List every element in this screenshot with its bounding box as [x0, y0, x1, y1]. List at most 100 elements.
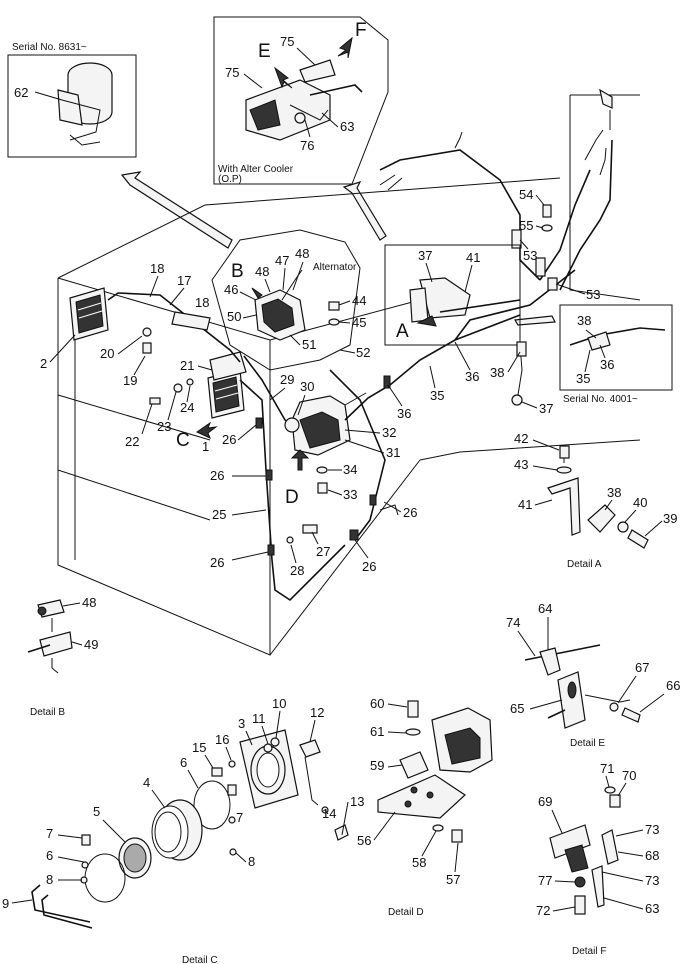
callout-32: 32: [382, 425, 396, 440]
callout-61: 61: [370, 724, 384, 739]
callout-25: 25: [212, 507, 226, 522]
caption-detail-e: Detail E: [570, 738, 605, 749]
callout-11: 11: [252, 711, 266, 726]
callout-12: 12: [310, 705, 324, 720]
callout-37b: 37: [539, 401, 553, 416]
callout-62: 62: [14, 85, 28, 100]
callout-73b: 73: [645, 873, 659, 888]
caption-serial-8631: Serial No. 8631~: [12, 42, 87, 53]
main-assembly: A B Alternator C D: [57, 88, 673, 656]
callout-38b: 38: [577, 313, 591, 328]
detail-a: 42 43 41 38 40 39 Detail A: [514, 431, 677, 570]
callout-1: 1: [202, 439, 209, 454]
callout-6a: 6: [180, 755, 187, 770]
callout-60: 60: [370, 696, 384, 711]
callout-2: 2: [40, 356, 47, 371]
callout-52: 52: [356, 345, 370, 360]
callout-36a: 36: [465, 369, 479, 384]
callout-18b: 18: [195, 295, 209, 310]
view-letter-f: F: [355, 20, 367, 41]
callout-39: 39: [663, 511, 677, 526]
callout-55: 55: [519, 218, 533, 233]
callout-20: 20: [100, 346, 114, 361]
detail-b: 48 49 Detail B: [27, 595, 98, 718]
callout-48b: 48: [255, 264, 269, 279]
callout-5: 5: [93, 804, 100, 819]
callout-43: 43: [514, 457, 528, 472]
detail-c: 3 11 10 12 13 14 16 15 6 7 8 4 5 7 6 8 9…: [2, 696, 364, 964]
callout-48c: 48: [82, 595, 96, 610]
callout-76: 76: [300, 138, 314, 153]
callout-23: 23: [157, 419, 171, 434]
callout-17: 17: [177, 273, 191, 288]
callout-65: 65: [510, 701, 524, 716]
callout-16: 16: [215, 732, 229, 747]
callout-26b: 26: [210, 468, 224, 483]
callout-31: 31: [386, 445, 400, 460]
callout-6b: 6: [46, 848, 53, 863]
callout-9: 9: [2, 896, 9, 911]
callout-15: 15: [192, 740, 206, 755]
callout-13: 13: [350, 794, 364, 809]
callout-75-top: 75: [280, 34, 294, 49]
callout-41: 41: [466, 250, 480, 265]
caption-serial-4001: Serial No. 4001~: [563, 394, 638, 405]
callout-24: 24: [180, 400, 194, 415]
callout-40: 40: [633, 495, 647, 510]
callout-33: 33: [343, 487, 357, 502]
view-letter-e: E: [258, 41, 271, 62]
callout-8a: 8: [248, 854, 255, 869]
callout-37a: 37: [418, 248, 432, 263]
callout-26c: 26: [210, 555, 224, 570]
callout-51: 51: [302, 337, 316, 352]
callout-30: 30: [300, 379, 314, 394]
callout-29: 29: [280, 372, 294, 387]
callout-44: 44: [352, 293, 366, 308]
callout-53b: 53: [586, 287, 600, 302]
callout-69: 69: [538, 794, 552, 809]
callout-54: 54: [519, 187, 533, 202]
detail-f: 71 70 69 73 68 77 73 72 63 Detail F: [536, 761, 659, 957]
caption-detail-c: Detail C: [182, 955, 218, 964]
callout-48a: 48: [295, 246, 309, 261]
caption-alter-cooler-op: (O.P): [218, 174, 242, 185]
callout-64: 64: [538, 601, 552, 616]
caption-detail-f: Detail F: [572, 946, 606, 957]
callout-7a: 7: [236, 810, 243, 825]
callout-26e: 26: [362, 559, 376, 574]
callout-42: 42: [514, 431, 528, 446]
caption-with-alter-cooler: With Alter Cooler: [218, 164, 294, 175]
callout-4: 4: [143, 775, 150, 790]
callout-58: 58: [412, 855, 426, 870]
callout-10: 10: [272, 696, 286, 711]
callout-26d: 26: [403, 505, 417, 520]
inset-serial-8631: Serial No. 8631~ 62: [7, 42, 137, 158]
callout-38c: 38: [607, 485, 621, 500]
callout-47: 47: [275, 253, 289, 268]
view-letter-d: D: [285, 487, 299, 508]
hatched-arrows: [120, 171, 556, 326]
callout-50: 50: [227, 309, 241, 324]
callout-41a: 41: [518, 497, 532, 512]
caption-detail-a: Detail A: [567, 559, 602, 570]
callout-56: 56: [357, 833, 371, 848]
view-letter-b: B: [231, 261, 244, 282]
callout-18: 18: [150, 261, 164, 276]
callout-74: 74: [506, 615, 520, 630]
callout-53a: 53: [523, 248, 537, 263]
callout-59: 59: [370, 758, 384, 773]
callout-57: 57: [446, 872, 460, 887]
caption-alternator: Alternator: [313, 262, 357, 273]
main-callouts: 18 17 18 2 20 19 21 24 23 22 1 26 29 30 …: [40, 187, 614, 578]
callout-72: 72: [536, 903, 550, 918]
callout-46: 46: [224, 282, 238, 297]
callout-38a: 38: [490, 365, 504, 380]
inset-alter-cooler: With Alter Cooler (O.P) E F 75 75 63 76: [213, 16, 389, 185]
callout-63-inset: 63: [340, 119, 354, 134]
callout-22: 22: [125, 434, 139, 449]
view-letter-c: C: [176, 430, 190, 451]
callout-34: 34: [343, 462, 357, 477]
caption-detail-d: Detail D: [388, 907, 424, 918]
caption-detail-b: Detail B: [30, 707, 65, 718]
